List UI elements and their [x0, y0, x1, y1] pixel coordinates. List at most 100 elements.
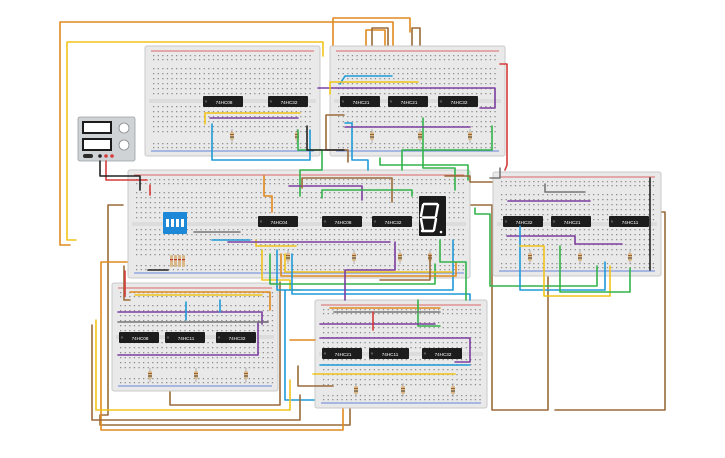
ic-chip: 74HC11 [165, 332, 205, 343]
wire-yellow [284, 253, 453, 273]
display-segment [419, 217, 425, 232]
ic-chip-label: 74HC21 [401, 100, 418, 105]
resistor-body [468, 132, 472, 140]
ic-chip-body [258, 216, 298, 227]
ic-chip-body [609, 216, 649, 227]
wires-front-layer [91, 63, 651, 421]
ic-chip-label: 74HC08 [335, 220, 352, 225]
resistor [401, 383, 405, 397]
wire-purple [506, 235, 623, 245]
resistor-body [578, 253, 582, 261]
ic-chip-label: 74HC21 [353, 100, 370, 105]
resistor-band [174, 259, 177, 261]
wire-gray [544, 183, 586, 193]
resistor [194, 368, 198, 382]
ic-chip: 74HC04 [258, 216, 298, 227]
pin1-notch [610, 220, 614, 223]
resistor [244, 368, 248, 382]
resistor [468, 129, 472, 143]
wire-orange [263, 175, 273, 213]
ic-chip: 74HC11 [609, 216, 649, 227]
ic-chip-body [322, 348, 362, 359]
wire-purple [117, 311, 263, 325]
ic-chip-label: 74HC11 [622, 220, 639, 225]
resistor-body [354, 386, 358, 394]
wire-yellow [95, 319, 291, 411]
voltage-readout [84, 123, 110, 132]
resistor-body [418, 132, 422, 140]
wire-black [306, 125, 345, 151]
resistor-body [194, 371, 198, 379]
wire-blue [291, 253, 471, 301]
pin1-notch [323, 352, 327, 355]
wire-purple [288, 185, 363, 201]
ic-chip-label: 74HC32 [451, 100, 468, 105]
ic-chip: 74HC11 [369, 348, 409, 359]
dip-switch-body [163, 212, 187, 234]
resistor-body [244, 371, 248, 379]
resistor [148, 368, 152, 382]
ic-chip-body [388, 96, 428, 107]
wire-orange [129, 291, 271, 311]
wire-orange [100, 261, 344, 431]
resistor-body [398, 253, 402, 261]
pin1-notch [423, 352, 427, 355]
ic-chip: 74HC32 [268, 96, 308, 107]
resistor [230, 129, 234, 143]
components-layer: 74HC08 74HC32 74HC21 74HC21 74HC32 74HC04 74HC… [77, 96, 649, 397]
ic-chip-body [322, 216, 362, 227]
display-segment [419, 203, 425, 218]
resistor-array [170, 255, 185, 267]
wire-blue [284, 289, 321, 401]
ic-chip-body [119, 332, 159, 343]
ic-chip: 74HC32 [438, 96, 478, 107]
dip-switch-lever [171, 219, 174, 227]
ic-chip-label: 74HC32 [385, 220, 402, 225]
ic-chip: 74HC32 [503, 216, 543, 227]
resistor-body [352, 253, 356, 261]
wire-red [499, 63, 508, 171]
ic-chip: 74HC32 [216, 332, 256, 343]
wire-orange [280, 253, 457, 277]
wire-green [439, 239, 467, 301]
breadboard-center [127, 169, 471, 279]
ic-chip-body [503, 216, 543, 227]
pin1-notch [323, 220, 327, 223]
ic-chip-body [340, 96, 380, 107]
resistor [418, 129, 422, 143]
ic-chip-label: 74HC32 [516, 220, 533, 225]
resistor-body [401, 386, 405, 394]
wire-red [105, 160, 148, 181]
wire-green [559, 245, 631, 293]
resistor [286, 250, 290, 264]
ic-chip-body [551, 216, 591, 227]
resistor-body [182, 255, 185, 267]
terminal-positive [110, 154, 114, 158]
ic-chip-label: 74HC32 [281, 100, 298, 105]
resistor-body [451, 386, 455, 394]
wire-blue [344, 122, 369, 171]
hole-grid [323, 309, 481, 401]
wire-orange [59, 21, 394, 246]
wire-blue [519, 225, 606, 291]
ic-chip-label: 74HC04 [271, 220, 288, 225]
pin1-notch [204, 100, 208, 103]
ic-chip-label: 74HC32 [435, 352, 452, 357]
wire-brown [169, 281, 281, 406]
wire-brown [123, 265, 131, 301]
pin1-notch [166, 336, 170, 339]
resistor [370, 129, 374, 143]
breadboard-holes [338, 55, 496, 149]
voltage-knob [118, 122, 130, 134]
resistor-body [174, 255, 177, 267]
ic-chip-body [165, 332, 205, 343]
resistor-band [170, 259, 173, 261]
ic-chip: 74HC32 [372, 216, 412, 227]
wire-yellow [66, 41, 324, 241]
ic-chip-label: 74HC08 [132, 336, 149, 341]
ic-chip: 74HC08 [203, 96, 243, 107]
resistor-body [170, 255, 173, 267]
wire-green [321, 189, 413, 199]
resistor [451, 383, 455, 397]
dip-switch-lever [176, 219, 179, 227]
